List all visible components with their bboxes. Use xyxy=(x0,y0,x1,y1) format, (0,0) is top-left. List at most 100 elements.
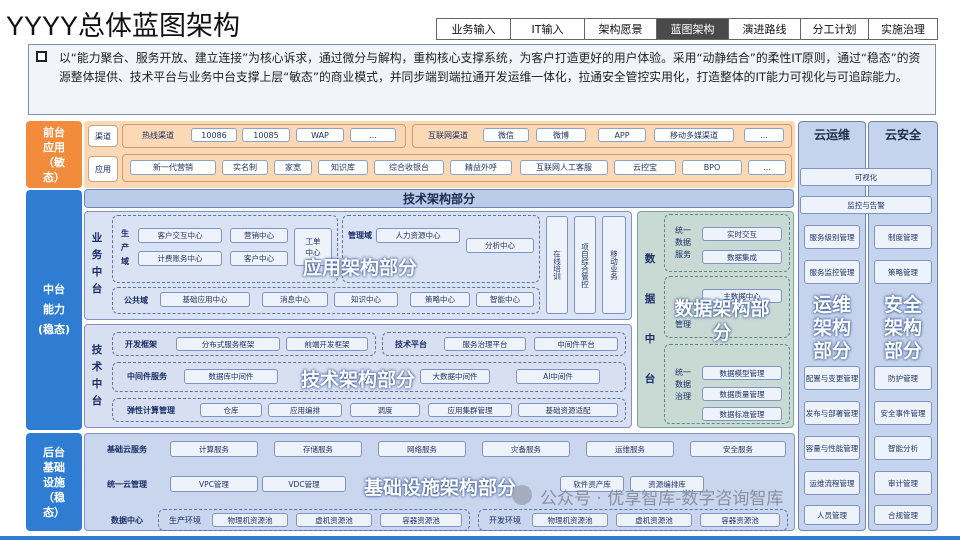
app-item[interactable]: 精益外呼 xyxy=(450,160,512,175)
ops-item[interactable]: 人员管理 xyxy=(804,505,860,525)
app-item[interactable]: 实名制 xyxy=(222,160,268,175)
platform-item[interactable]: 服务治理平台 xyxy=(444,337,526,351)
internet-item[interactable]: 微博 xyxy=(536,128,586,142)
dev-env-item[interactable]: 虚机资源池 xyxy=(616,513,692,527)
production-item[interactable]: 营销中心 xyxy=(230,228,288,243)
unified-item[interactable]: 实时交互 xyxy=(702,227,782,241)
security-item[interactable]: 策略管理 xyxy=(874,260,932,284)
management-item[interactable]: 人力资源中心 xyxy=(376,228,460,243)
step-division[interactable]: 分工计划 xyxy=(800,18,868,40)
dev-label: 开发框架 xyxy=(125,339,157,349)
internet-item[interactable]: ... xyxy=(744,128,784,142)
unified-label: 统一 数据 服务 xyxy=(675,226,691,259)
security-item[interactable]: 安全事件管理 xyxy=(874,401,932,425)
production-item[interactable]: 客户交互中心 xyxy=(138,228,222,243)
middleware-item[interactable]: 数据库中间件 xyxy=(184,369,278,384)
theme-item-label: 管理 xyxy=(675,319,691,329)
app-item[interactable]: 互联网人工客服 xyxy=(520,160,608,175)
cloud-mgmt-item[interactable]: 资源编排库 xyxy=(630,476,704,492)
step-vision[interactable]: 架构愿景 xyxy=(584,18,656,40)
security-item[interactable]: 智能分析 xyxy=(874,436,932,460)
cloud-mgmt-item[interactable]: 软件资产库 xyxy=(560,476,624,492)
governance-item[interactable]: 数据模型管理 xyxy=(702,366,782,380)
governance-item[interactable]: 数据标准管理 xyxy=(702,407,782,421)
app-item[interactable]: ... xyxy=(748,160,786,175)
elastic-item[interactable]: 调度 xyxy=(350,403,420,417)
theme-item[interactable]: 主数据中心 xyxy=(702,289,782,303)
elastic-item[interactable]: 应用编排 xyxy=(268,403,342,417)
hotline-item[interactable]: 10085 xyxy=(242,128,290,142)
cloud-service-item[interactable]: 灾备服务 xyxy=(482,441,570,457)
prod-env-group xyxy=(158,509,470,531)
app-item[interactable]: 新一代营销 xyxy=(130,160,216,175)
vertical-item[interactable]: 移动业务 xyxy=(602,216,626,314)
common-item[interactable]: 基础应用中心 xyxy=(160,292,250,307)
security-item[interactable]: 防护管理 xyxy=(874,366,932,390)
ops-item[interactable]: 容量与性能管理 xyxy=(804,436,860,460)
internet-item[interactable]: APP xyxy=(598,128,646,142)
app-item[interactable]: BPO xyxy=(682,160,742,175)
workorder-center[interactable]: 工单 中心 xyxy=(294,228,332,266)
app-item[interactable]: 云控宝 xyxy=(614,160,676,175)
cloud-service-item[interactable]: 存储服务 xyxy=(274,441,362,457)
middleware-item[interactable]: 大数据中间件 xyxy=(420,369,490,384)
app-item[interactable]: 知识库 xyxy=(318,160,368,175)
security-item[interactable]: 制度管理 xyxy=(874,225,932,249)
governance-item[interactable]: 数据质量管理 xyxy=(702,387,782,401)
common-item[interactable]: 智能中心 xyxy=(476,292,534,307)
step-blueprint[interactable]: 蓝图架构 xyxy=(656,18,728,40)
common-item[interactable]: 消息中心 xyxy=(262,292,328,307)
ops-item[interactable]: 服务监控管理 xyxy=(804,260,860,284)
management-item[interactable]: 分析中心 xyxy=(466,238,534,253)
app-item[interactable]: 家宽 xyxy=(274,160,312,175)
vertical-item[interactable]: 在线培训 xyxy=(546,216,568,314)
internet-item[interactable]: 移动多媒渠道 xyxy=(654,128,734,142)
front-label: 前台 应用 （敏 态） xyxy=(26,121,82,188)
ops-item[interactable]: 服务级别管理 xyxy=(804,225,860,249)
dev-env-item[interactable]: 物理机资源池 xyxy=(532,513,608,527)
step-governance[interactable]: 实施治理 xyxy=(868,18,937,40)
cloud-service-item[interactable]: 计算服务 xyxy=(170,441,258,457)
dev-env-item[interactable]: 容器资源池 xyxy=(700,513,780,527)
step-roadmap[interactable]: 演进路线 xyxy=(728,18,800,40)
prod-env-item[interactable]: 虚机资源池 xyxy=(296,513,372,527)
step-it-input[interactable]: IT输入 xyxy=(510,18,584,40)
step-business-input[interactable]: 业务输入 xyxy=(436,18,510,40)
hotline-item[interactable]: 10086 xyxy=(191,128,237,142)
ops-item[interactable]: 发布与部署管理 xyxy=(804,401,860,425)
internet-item[interactable]: 微信 xyxy=(483,128,529,142)
cloud-service-item[interactable]: 安全服务 xyxy=(690,441,786,457)
elastic-item[interactable]: 仓库 xyxy=(200,403,262,417)
data-arch-overlay: 数据架构部 分 xyxy=(674,298,770,344)
dev-item[interactable]: 分布式服务框架 xyxy=(176,337,280,351)
cloud-service-item[interactable]: 网络服务 xyxy=(378,441,466,457)
monitor-alert-bar[interactable]: 监控与告警 xyxy=(800,196,932,214)
ops-item[interactable]: 运维流程管理 xyxy=(804,471,860,495)
common-item[interactable]: 知识中心 xyxy=(334,292,398,307)
cloud-service-item[interactable]: 运维服务 xyxy=(586,441,674,457)
security-item[interactable]: 合规管理 xyxy=(874,505,932,525)
platform-item[interactable]: 中间件平台 xyxy=(534,337,618,351)
app-item[interactable]: 综合收银台 xyxy=(374,160,444,175)
production-item[interactable]: 客户中心 xyxy=(230,251,288,266)
vertical-item[interactable]: 项目综合管控 xyxy=(574,216,596,314)
production-item[interactable]: 计费账务中心 xyxy=(138,251,222,266)
common-item[interactable]: 策略中心 xyxy=(410,292,470,307)
cloud-mgmt-item[interactable]: VDC管理 xyxy=(262,476,346,492)
unified-item[interactable]: 数据集成 xyxy=(702,250,782,264)
ops-item[interactable]: 配置与变更管理 xyxy=(804,366,860,390)
prod-env-item[interactable]: 容器资源池 xyxy=(380,513,462,527)
visualization-bar[interactable]: 可视化 xyxy=(800,168,932,186)
tech-arch-bar: 技术架构部分 xyxy=(84,189,794,208)
elastic-item[interactable]: 应用集群管理 xyxy=(428,403,512,417)
hotline-item[interactable]: ... xyxy=(350,128,396,142)
elastic-item[interactable]: 基础资源适配 xyxy=(518,403,618,417)
cloud-mgmt-item[interactable]: VPC管理 xyxy=(170,476,258,492)
prod-env-item[interactable]: 物理机资源池 xyxy=(212,513,288,527)
hotline-item[interactable]: WAP xyxy=(296,128,344,142)
dev-item[interactable]: 前端开发框架 xyxy=(286,337,368,351)
hotline-label: 热线渠道 xyxy=(142,130,174,140)
middleware-item[interactable]: AI中间件 xyxy=(516,369,600,384)
middleware-service xyxy=(112,362,626,392)
security-item[interactable]: 审计管理 xyxy=(874,471,932,495)
